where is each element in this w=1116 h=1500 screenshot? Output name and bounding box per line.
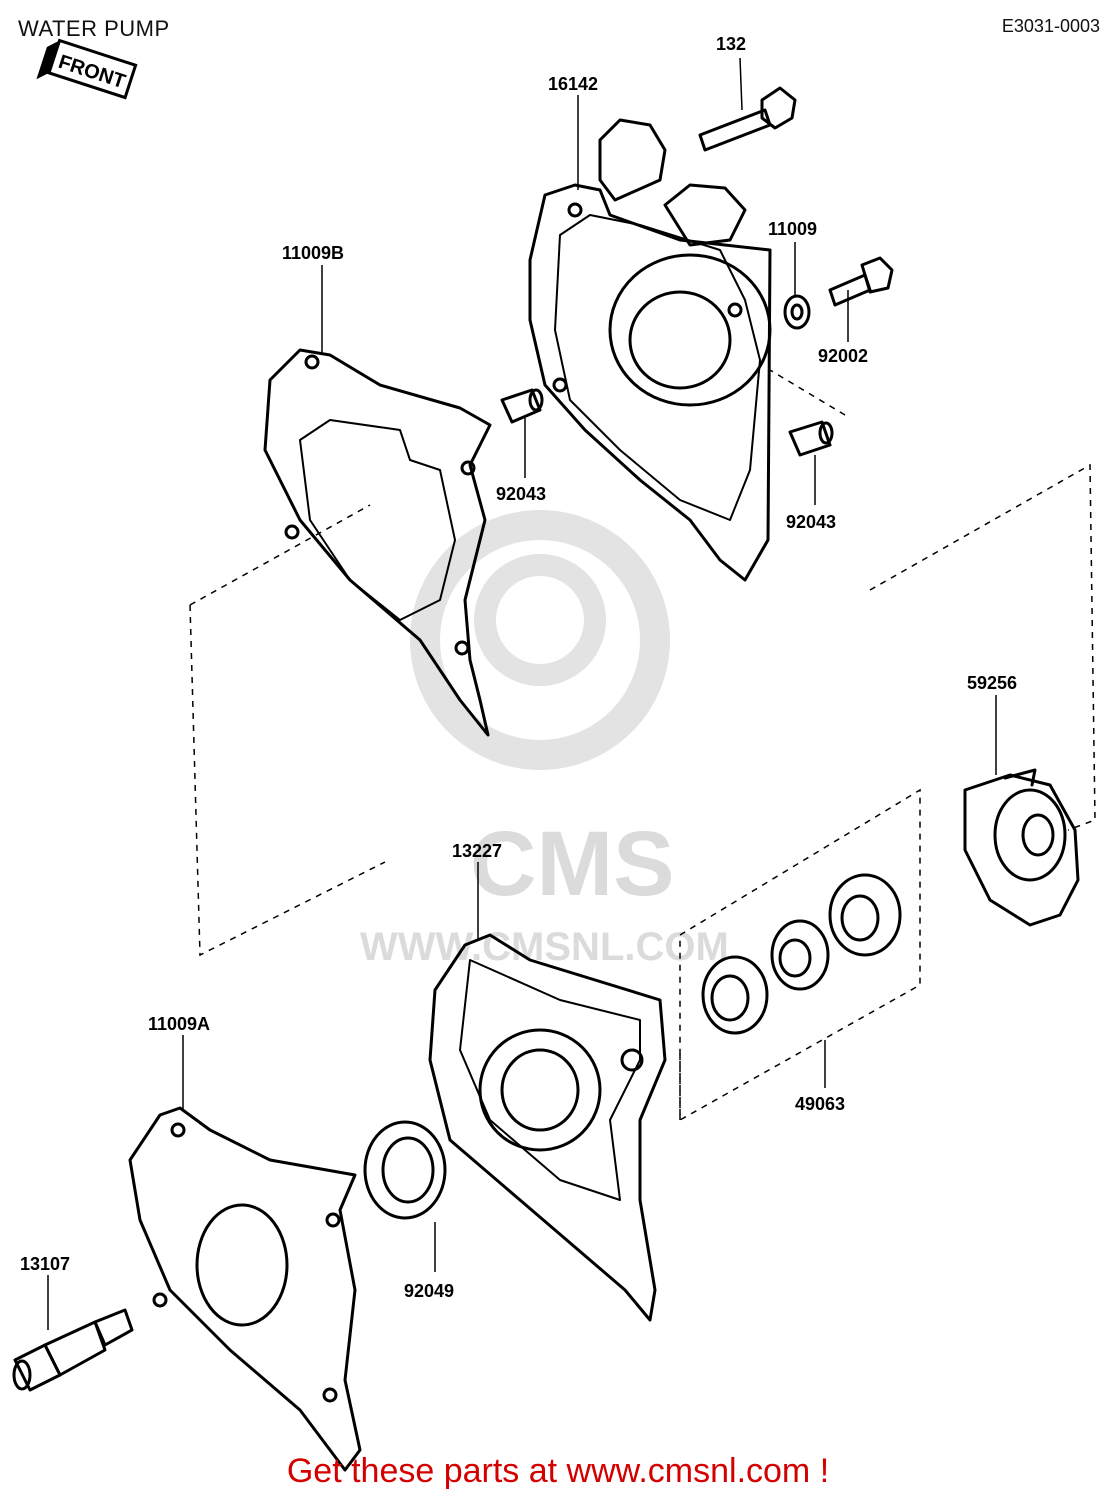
impeller-59256 xyxy=(963,768,1080,927)
bolt-92002 xyxy=(828,256,894,307)
footer-cta[interactable]: Get these parts at www.cmsnl.com ! xyxy=(286,1452,830,1490)
label-92043-right: 92043 xyxy=(786,512,836,532)
label-11009b: 11009B xyxy=(282,243,344,263)
bolt-132 xyxy=(698,86,797,152)
seal-kit-49063 xyxy=(701,873,902,1035)
pump-housing-16142 xyxy=(528,118,772,582)
dowel-92043-right xyxy=(788,420,834,457)
washer-11009 xyxy=(783,294,811,330)
label-11009a: 11009A xyxy=(148,1014,210,1034)
watermark-brand: CMS xyxy=(470,813,674,915)
front-tag: FRONT xyxy=(36,38,138,100)
oil-seal-92049 xyxy=(363,1120,447,1220)
label-49063: 49063 xyxy=(795,1094,845,1114)
assembly-lines xyxy=(189,369,1096,1122)
label-59256: 59256 xyxy=(967,673,1017,693)
watermark: CMS WWW.CMSNL.COM xyxy=(360,510,729,969)
leader-lines xyxy=(47,57,997,1330)
label-92049: 92049 xyxy=(404,1281,454,1301)
label-13107: 13107 xyxy=(20,1254,70,1274)
label-16142: 16142 xyxy=(548,74,598,94)
shaft-13107 xyxy=(12,1308,134,1392)
label-92043-left: 92043 xyxy=(496,484,546,504)
label-92002: 92002 xyxy=(818,346,868,366)
label-132: 132 xyxy=(716,34,746,54)
label-13227: 13227 xyxy=(452,841,502,861)
label-11009: 11009 xyxy=(768,219,817,239)
watermark-url: WWW.CMSNL.COM xyxy=(360,925,729,969)
diagram-title: WATER PUMP xyxy=(18,16,170,41)
gasket-11009b xyxy=(263,348,492,737)
dowel-92043-left xyxy=(500,388,544,424)
diagram-code: E3031-0003 xyxy=(1001,16,1100,36)
gasket-11009a xyxy=(128,1106,362,1472)
pump-body-13227 xyxy=(428,933,667,1322)
